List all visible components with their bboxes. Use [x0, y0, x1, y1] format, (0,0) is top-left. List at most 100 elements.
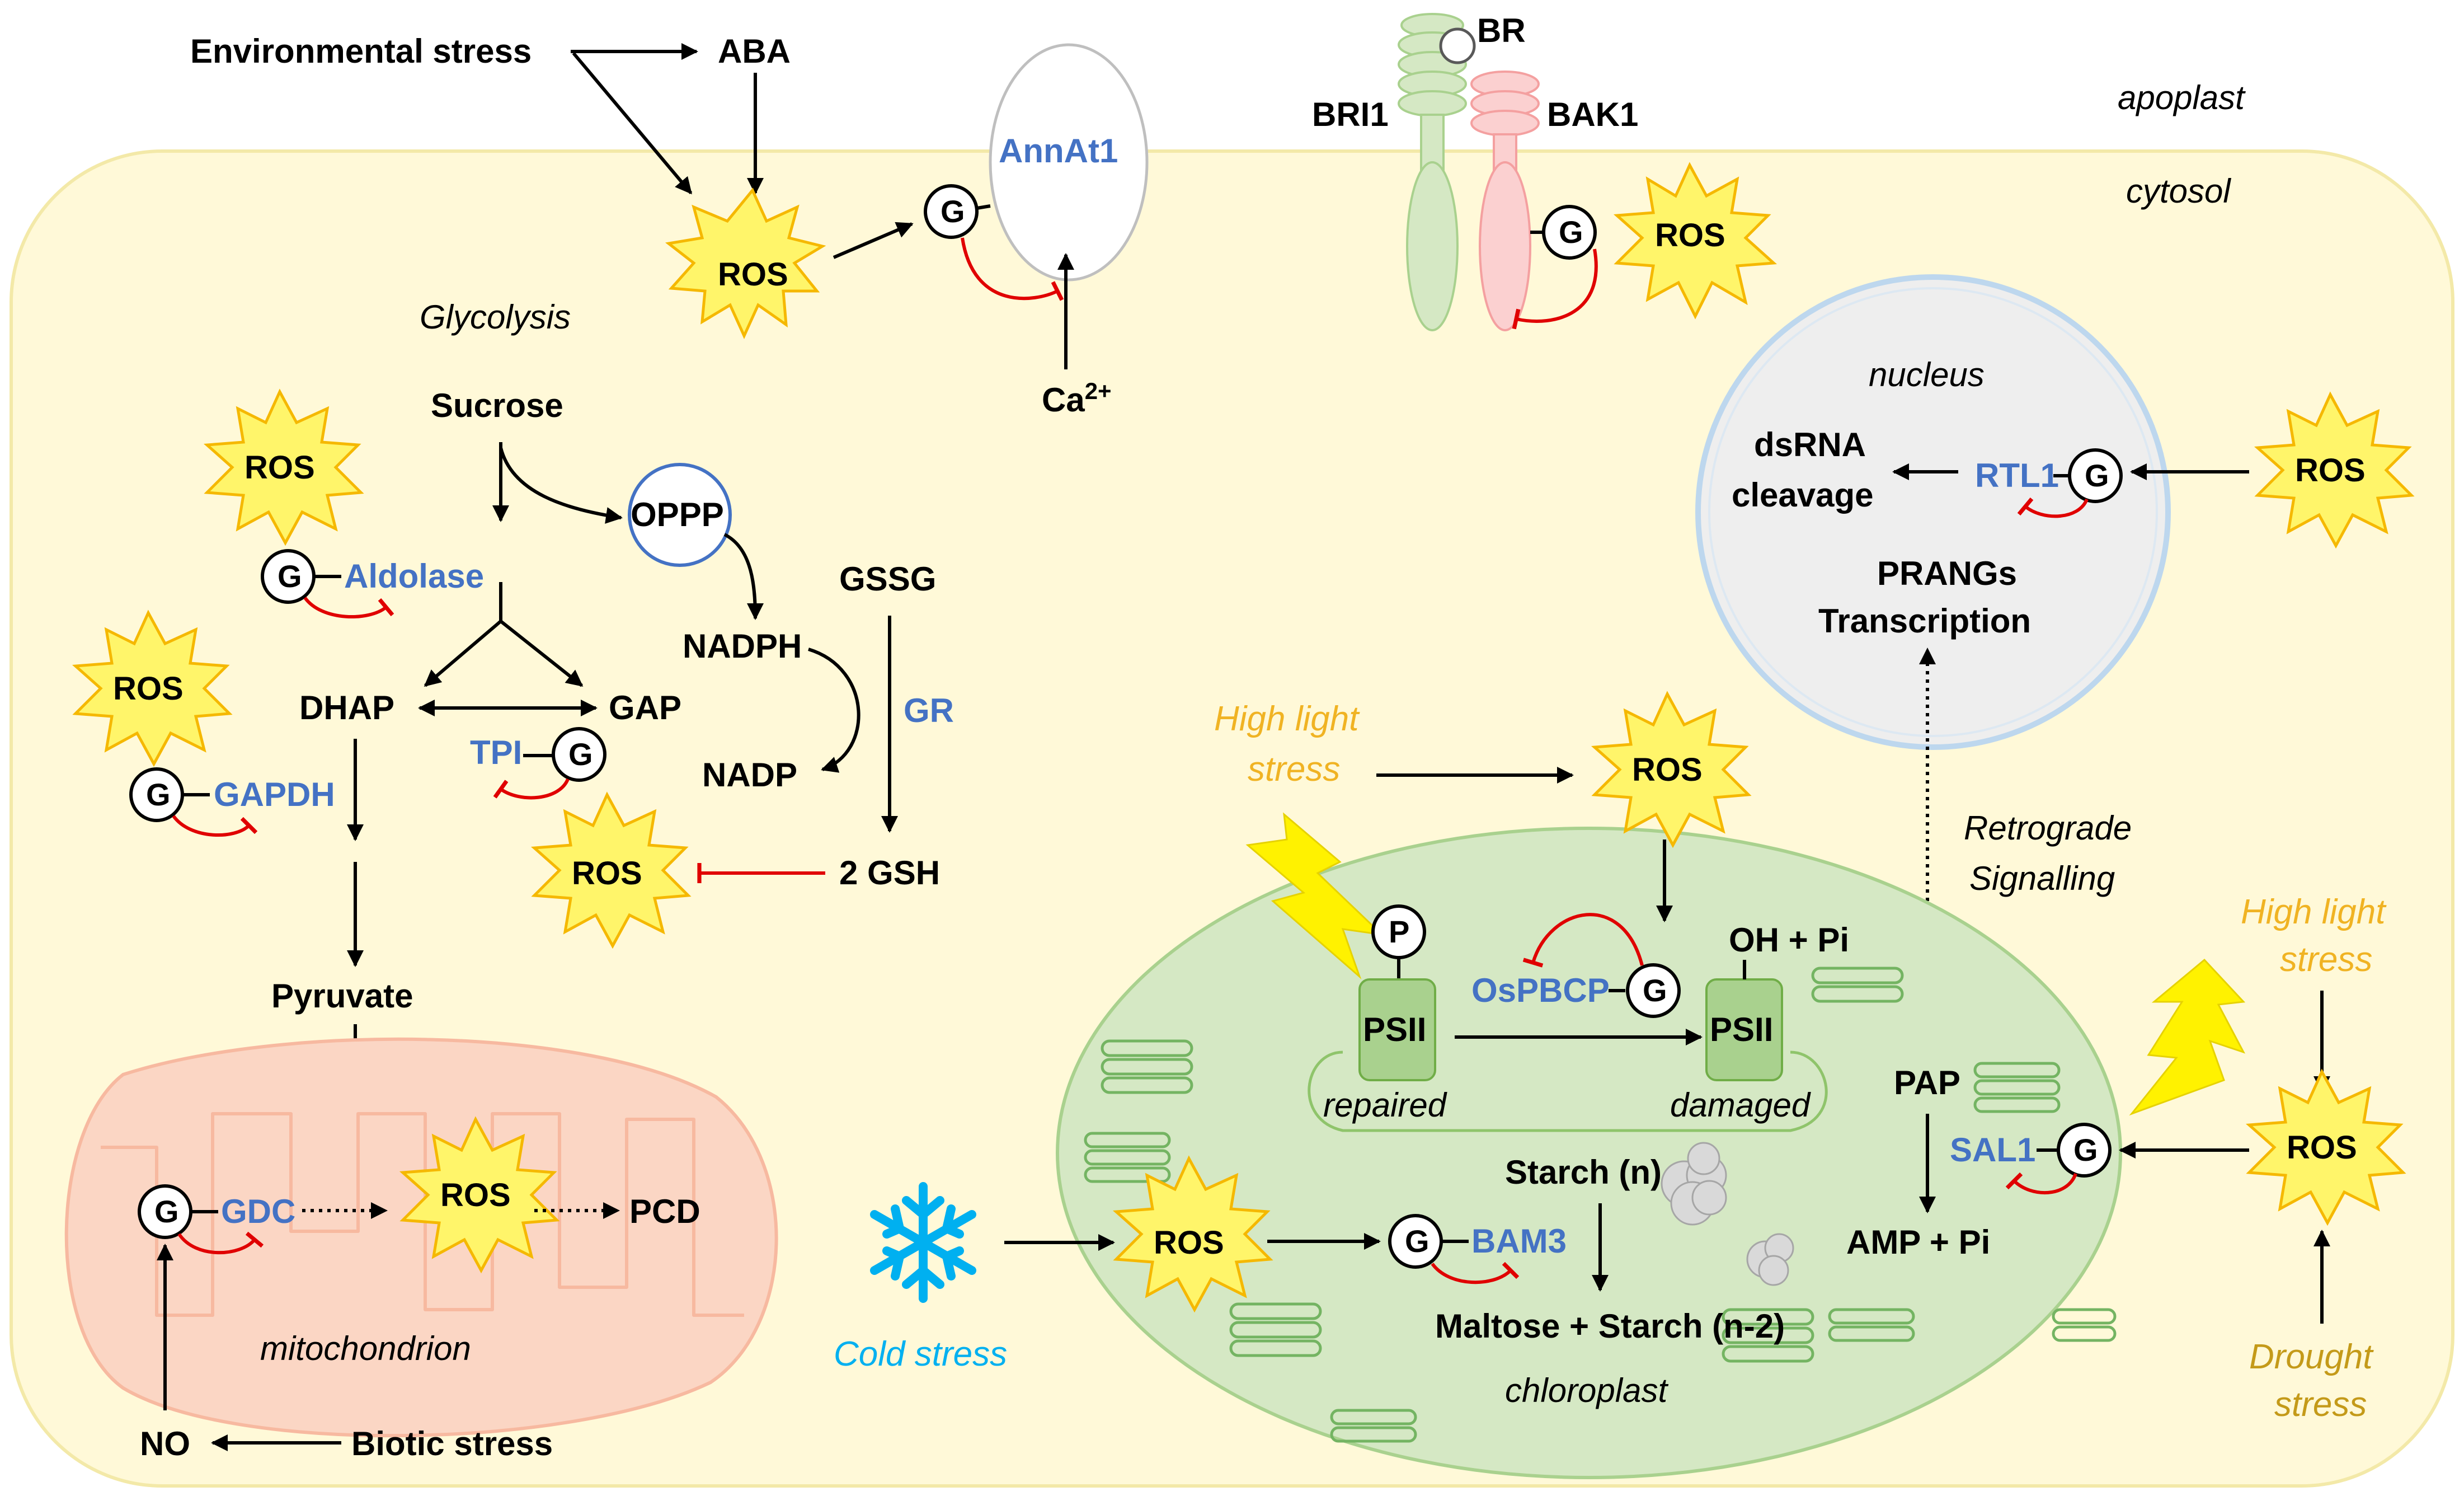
biotic-stress-label: Biotic stress	[351, 1425, 553, 1462]
maltose-label: Maltose + Starch (n-2)	[1435, 1307, 1785, 1345]
sucrose-label: Sucrose	[431, 387, 563, 424]
svg-text:G: G	[278, 559, 302, 594]
gr-label: GR	[904, 692, 954, 729]
ospbcp-label: OsPBCP	[1471, 972, 1610, 1009]
oppp-label: OPPP	[631, 496, 724, 533]
lightning-bolt-2	[2129, 958, 2246, 1116]
annat1-label: AnnAt1	[999, 132, 1118, 170]
gapdh-inhibition	[172, 815, 258, 837]
svg-text:PSII: PSII	[1710, 1011, 1773, 1048]
bak1-inhibition	[1512, 248, 1598, 330]
nadph-label: NADPH	[683, 627, 802, 665]
svg-text:G: G	[146, 777, 171, 812]
g-tpi	[552, 727, 606, 782]
svg-text:P: P	[1389, 914, 1409, 949]
svg-text:ROS: ROS	[2287, 1129, 2357, 1166]
aldolase-label: Aldolase	[344, 557, 484, 595]
ros-burst-membrane: ROS	[665, 187, 826, 340]
nadph-to-nadp-arrow	[808, 648, 860, 773]
high-light-stress-label-2: stress	[2280, 940, 2372, 979]
svg-text:ROS: ROS	[244, 449, 315, 486]
gap-label: GAP	[609, 689, 681, 726]
no-label: NO	[140, 1425, 190, 1462]
ros-burst-bam3: ROS	[1112, 1155, 1273, 1313]
gsh-label: 2 GSH	[839, 854, 940, 892]
cleavage-label: cleavage	[1732, 476, 1874, 514]
sal1-label: SAL1	[1950, 1131, 2035, 1169]
rtl1-inhibition	[2017, 497, 2089, 518]
apoplast-label: apoplast	[2118, 79, 2246, 116]
bak1-label: BAK1	[1547, 96, 1638, 133]
svg-text:ROS: ROS	[1154, 1225, 1224, 1261]
lightning-bolt-1	[1245, 812, 1385, 979]
rtl1-label: RTL1	[1975, 457, 2059, 494]
ros-burst-aldolase: ROS	[203, 388, 364, 546]
pyruvate-label: Pyruvate	[271, 977, 413, 1015]
ros-to-g-annat1-arrow	[833, 222, 914, 259]
amp-pi-label: AMP + Pi	[1846, 1223, 1990, 1261]
dhap-label: DHAP	[299, 689, 394, 726]
svg-text:ROS: ROS	[572, 855, 642, 892]
signalling-label: Signalling	[1969, 860, 2115, 897]
glycolysis-title: Glycolysis	[420, 298, 571, 336]
gssg-label: GSSG	[839, 560, 936, 598]
ros-burst-sal1: ROS	[2245, 1068, 2406, 1226]
ros-burst-gapdh: ROS	[72, 609, 233, 767]
svg-text:G: G	[941, 194, 965, 229]
environmental-stress-label: Environmental stress	[190, 32, 532, 70]
svg-text:G: G	[568, 737, 593, 772]
psii-repaired	[1358, 978, 1436, 1081]
high-light-label-1: High light	[1214, 700, 1360, 738]
thylakoid-membrane	[1308, 1051, 1828, 1132]
ca-label: Ca2+	[1042, 378, 1112, 419]
svg-text:G: G	[1559, 214, 1583, 250]
br-ligand	[1439, 27, 1476, 64]
ros-burst-nucleus: ROS	[2254, 391, 2415, 549]
cold-stress-label: Cold stress	[834, 1335, 1007, 1373]
transcription-label: Transcription	[1818, 602, 2031, 640]
env-to-ros-arrow	[572, 52, 693, 195]
aldolase-inhibition	[303, 597, 394, 619]
ospbcp-inhibition	[1522, 913, 1644, 968]
mitochondrion-label: mitochondrion	[260, 1330, 471, 1367]
svg-text:ROS: ROS	[440, 1177, 511, 1213]
pcd-label: PCD	[629, 1193, 700, 1230]
gdc-label: GDC	[221, 1193, 295, 1230]
ros-burst-gsh: ROS	[530, 791, 692, 949]
svg-text:G: G	[1643, 973, 1667, 1008]
tpi-inhibition	[493, 778, 570, 800]
thylakoid-stacks	[1084, 967, 2117, 1443]
nucleus	[1695, 274, 2171, 750]
aba-label: ABA	[718, 32, 791, 70]
annat1-inhibition	[961, 237, 1064, 301]
br-label: BR	[1477, 12, 1526, 49]
gdc-inhibition	[177, 1231, 264, 1255]
sal1-inhibition	[2005, 1172, 2077, 1195]
chloroplast-label: chloroplast	[1505, 1372, 1668, 1409]
svg-text:G: G	[2073, 1132, 2098, 1167]
drought-stress-label: stress	[2274, 1385, 2367, 1424]
sucrose-to-oppp-arrow	[499, 447, 623, 524]
high-light-label-2: High light	[2241, 893, 2387, 931]
svg-text:PSII: PSII	[1363, 1011, 1426, 1048]
bak1-receptor	[1470, 71, 1540, 331]
dsrna-label: dsRNA	[1754, 426, 1866, 463]
oppp-circle	[628, 463, 732, 567]
prangs-label: PRANGs	[1877, 555, 2017, 592]
snowflake-icon	[870, 1182, 976, 1303]
ros-burst-bak1: ROS	[1613, 162, 1778, 320]
drought-label: Drought	[2249, 1338, 2374, 1376]
bam3-inhibition	[1431, 1261, 1520, 1284]
oh-pi-label: OH + Pi	[1729, 921, 1849, 959]
starch-n-label: Starch (n)	[1505, 1153, 1662, 1191]
annat1-protein	[989, 43, 1149, 282]
ros-burst-chloroplast-top: ROS	[1591, 691, 1752, 848]
svg-text:G: G	[2085, 458, 2109, 493]
ros-burst-mito: ROS	[399, 1116, 560, 1274]
g-rtl1	[2068, 448, 2123, 503]
tpi-label: TPI	[470, 734, 522, 771]
cytosol-label: cytosol	[2126, 172, 2231, 210]
damaged-label: damaged	[1670, 1086, 1811, 1124]
starch-granule-icon	[1661, 1142, 1794, 1286]
